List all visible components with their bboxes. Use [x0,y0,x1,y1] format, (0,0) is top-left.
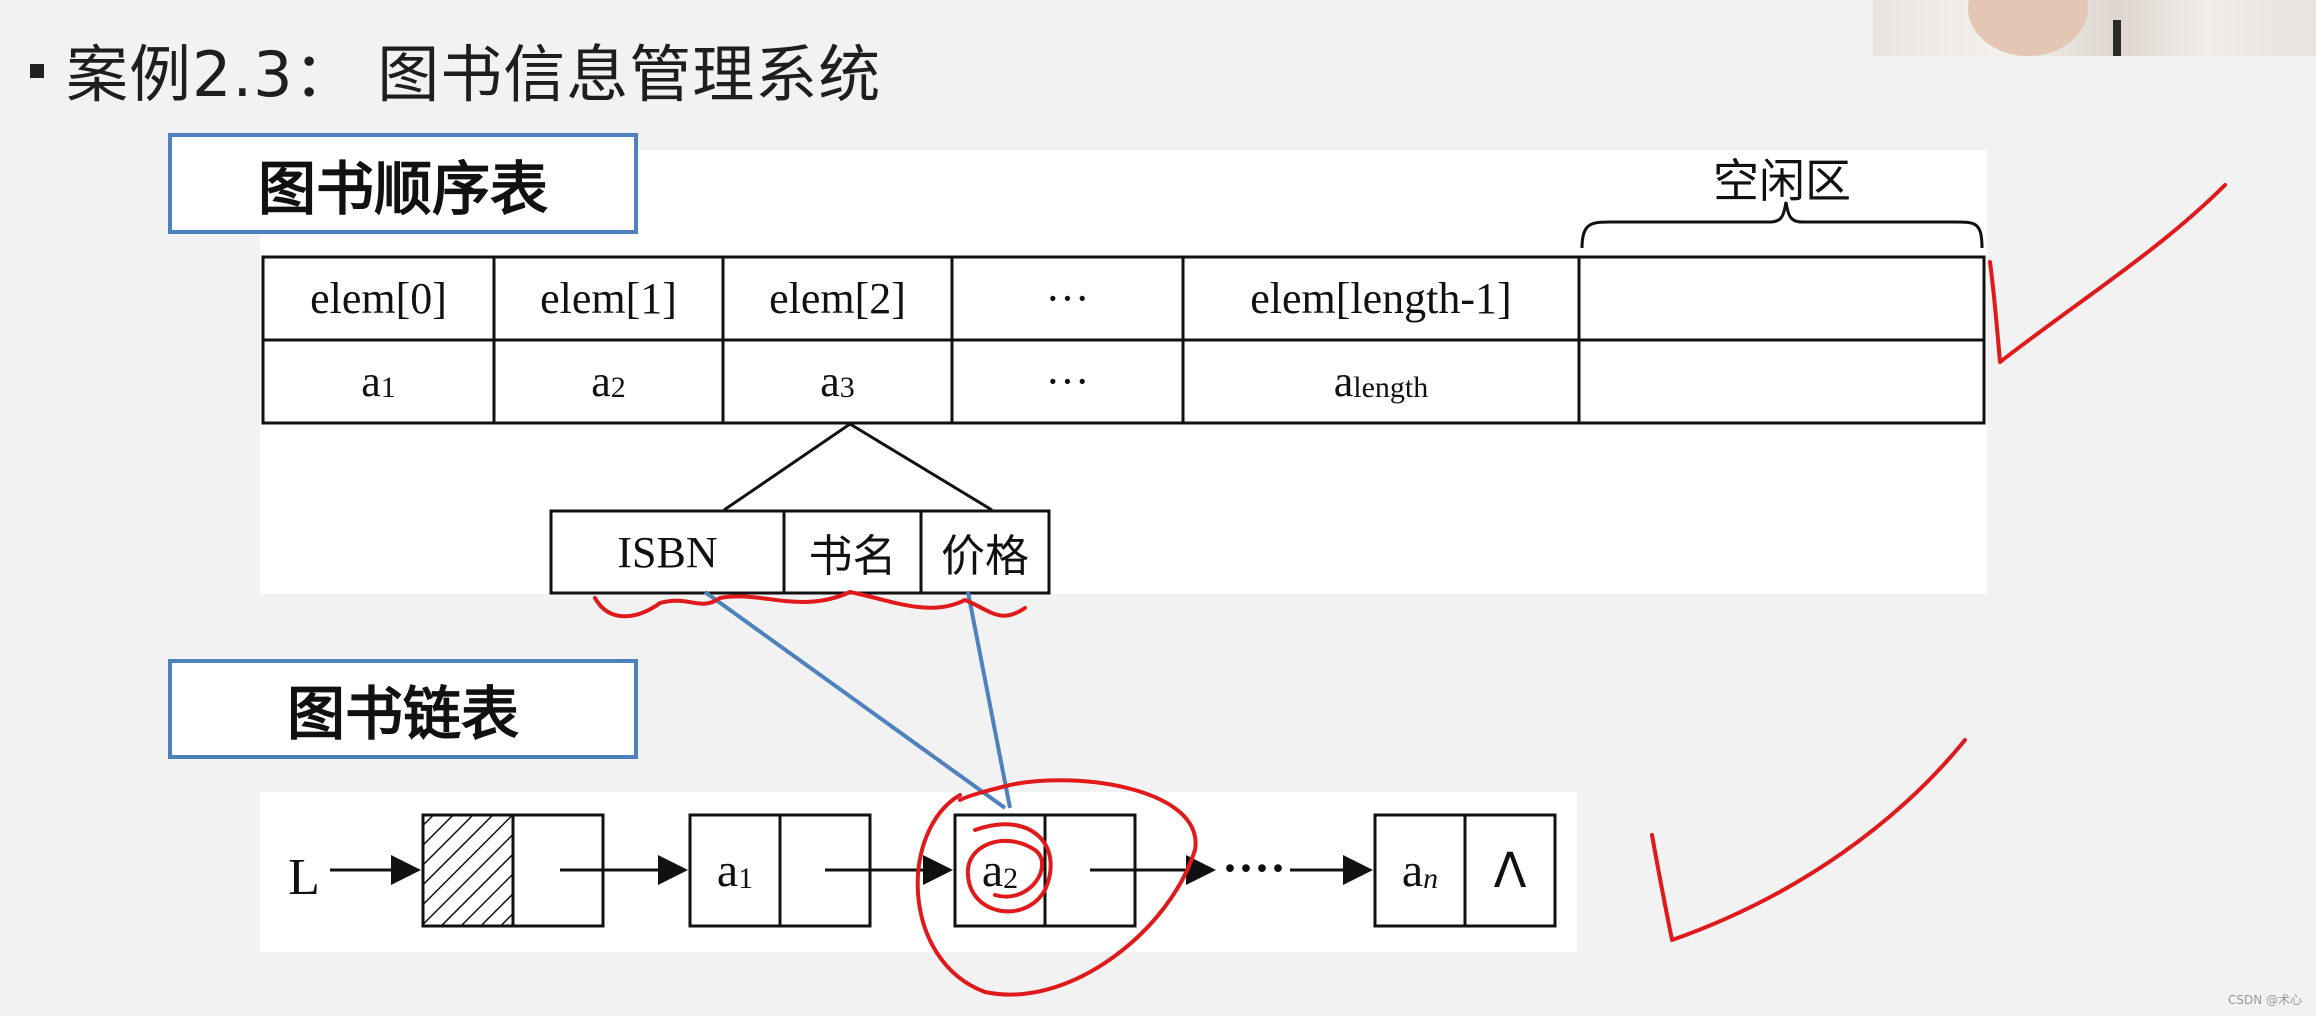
node-sub: n [1423,861,1439,895]
slide-title-row: 案例2.3： 图书信息管理系统 [30,24,881,114]
seq-header-cell-0: elem[0] [310,274,447,323]
red-annotations [593,183,2227,997]
record-grid [549,509,1051,595]
node-scribble [965,822,1053,914]
watermark: CSDN @术心 [2227,993,2302,1007]
value-base: a [820,357,840,406]
value-base: a [1333,357,1354,406]
record-field-isbn: ISBN [617,527,718,577]
free-area-label: 空闲区 [1713,154,1851,208]
webcam-overlay [1873,0,2316,56]
seq-header-cell-2: elem[2] [769,274,906,323]
head-pointer-label: L [288,848,320,906]
record-field-price: 价格 [941,531,1029,582]
seq-table-grid [261,255,1986,425]
check-mark-bottom-icon [1650,738,1967,942]
node-base: a [981,844,1004,897]
node-sub: 1 [738,861,754,895]
value-base: ··· [1045,357,1090,406]
value-sub: 3 [839,370,855,404]
value-base: a [361,357,381,406]
linked-list-label: 图书链表 [168,659,638,759]
node-sub: 2 [1003,861,1019,895]
seq-header-cell-3: ··· [1045,274,1090,323]
blue-connectors [703,590,1012,810]
seq-header-cell-4: elem[length-1] [1250,274,1512,323]
seq-header-cell-1: elem[1] [540,274,677,323]
null-pointer-symbol: Λ [1493,842,1527,899]
value-sub: 1 [380,370,396,404]
value-sub: length [1353,370,1429,404]
linked-list-nodes [421,813,1557,928]
value-base: a [591,357,611,406]
bullet-icon [30,64,44,78]
presenter-collar [2113,20,2121,56]
slide-title: 案例2.3： 图书信息管理系统 [66,38,882,111]
seq-value-cell-3: ··· [952,340,1183,423]
value-sub: 2 [610,370,626,404]
node-base: a [716,844,739,897]
ellipsis: ···· [1221,841,1287,895]
circle-scribble [915,778,1198,997]
underline-scribble [593,590,1027,619]
free-area-brace [1580,201,1984,249]
record-field-title: 书名 [808,531,897,582]
check-mark-top-icon [1988,183,2227,364]
record-expansion-lines [723,422,993,512]
node-base: a [1401,844,1424,897]
seq-list-label: 图书顺序表 [168,133,638,234]
